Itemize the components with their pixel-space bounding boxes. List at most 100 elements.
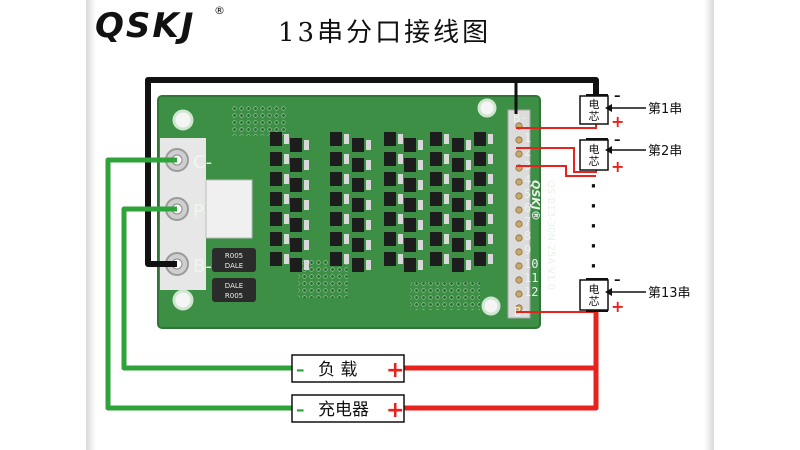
header-pin (515, 248, 523, 256)
mosfet-chip (330, 232, 342, 246)
smd-component (366, 200, 371, 210)
charger-box: – 充电器 + (291, 394, 405, 423)
mosfet-chip (430, 172, 442, 186)
pin-number: 9 (524, 243, 531, 257)
mosfet-chip (270, 132, 282, 146)
smd-component (418, 140, 423, 150)
charger-label: 充电器 (318, 400, 369, 420)
mounting-hole (172, 109, 194, 131)
mosfet-chip (384, 252, 396, 266)
mosfet-chip (330, 212, 342, 226)
smd-component (488, 234, 493, 244)
mosfet-chip (270, 212, 282, 226)
mosfet-chip (452, 218, 464, 232)
smd-component (488, 154, 493, 164)
header-pin (515, 220, 523, 228)
wire-red (404, 122, 599, 411)
smd-component (344, 234, 349, 244)
smd-component (466, 200, 471, 210)
mosfet-chip (290, 178, 302, 192)
mosfet-chip (270, 172, 282, 186)
header-pin-top: B- (513, 111, 527, 125)
mosfet-chip (452, 138, 464, 152)
smd-component (344, 134, 349, 144)
smd-component (284, 234, 289, 244)
smd-component (344, 214, 349, 224)
cell-char: 电 (589, 283, 600, 296)
smd-component (366, 180, 371, 190)
smd-component (344, 154, 349, 164)
header-pin (515, 178, 523, 186)
charger-plus-sign: + (386, 398, 404, 423)
smd-component (466, 240, 471, 250)
mosfet-chip (270, 232, 282, 246)
battery-cell-1: 电芯 – + 第1串 (579, 89, 682, 131)
dot: · (590, 216, 597, 237)
pin-number: 2 (524, 145, 531, 159)
dot: · (590, 256, 597, 277)
ellipsis-dots: · · · · · (590, 176, 597, 277)
mosfet-chip (290, 218, 302, 232)
cell-label-2: 第2串 (648, 144, 682, 159)
pin-number: 11 (524, 271, 538, 285)
smd-component (304, 140, 309, 150)
load-plus-sign: + (386, 358, 404, 383)
pin-number: 5 (524, 187, 531, 201)
mosfet-chip (384, 172, 396, 186)
mosfet-chip (404, 138, 416, 152)
mosfet-chip (352, 198, 364, 212)
smd-component (466, 180, 471, 190)
mosfet-chip (270, 192, 282, 206)
mosfet-chip (352, 258, 364, 272)
smd-component (466, 140, 471, 150)
registered-mark: ® (214, 4, 225, 17)
cell-minus-sign: – (614, 89, 621, 104)
resistor-text: DALE (225, 282, 243, 290)
cell-plus-sign: + (611, 297, 624, 316)
cell-char: 芯 (589, 154, 600, 168)
cell-label-1: 第1串 (648, 102, 682, 117)
mosfet-chip (474, 212, 486, 226)
smd-component (284, 254, 289, 264)
header-pin (515, 276, 523, 284)
mosfet-chip (404, 178, 416, 192)
mosfet-chip (290, 198, 302, 212)
cell-char: 芯 (589, 294, 600, 308)
header-pin (515, 234, 523, 242)
panel-shadow-right (704, 0, 714, 450)
battery-cell-2: 电芯 – + 第2串 (579, 133, 682, 176)
smd-component (304, 180, 309, 190)
board-silk-logo: QSKJ® (529, 180, 542, 221)
pin-number: 7 (524, 215, 531, 229)
heat-pad (205, 179, 253, 239)
load-label: 负 载 (318, 360, 357, 380)
mosfet-chip (330, 152, 342, 166)
mosfet-chip (352, 158, 364, 172)
cell-plus-sign: + (611, 112, 624, 131)
pin-numbers: 1 2 3 4 5 6 7 8 9 10 11 12 (524, 131, 538, 299)
smd-component (444, 214, 449, 224)
smd-component (444, 154, 449, 164)
page-title: 13串分口接线图 (278, 18, 492, 48)
smd-component (366, 160, 371, 170)
smd-component (398, 234, 403, 244)
mosfet-chip (290, 238, 302, 252)
mosfet-chip (404, 258, 416, 272)
mosfet-chip (404, 158, 416, 172)
brand-logo: QSKJ (95, 6, 196, 46)
smd-component (418, 260, 423, 270)
mosfet-chip (384, 152, 396, 166)
mosfet-chip (452, 238, 464, 252)
mosfet-chip (430, 232, 442, 246)
smd-component (444, 174, 449, 184)
mosfet-chip (430, 132, 442, 146)
smd-component (466, 260, 471, 270)
balance-header (507, 109, 531, 319)
smd-component (488, 214, 493, 224)
shunt-resistor: DALE R005 (212, 278, 256, 302)
smd-component (488, 174, 493, 184)
panel-shadow-left (86, 0, 96, 450)
smd-component (304, 200, 309, 210)
mosfet-chip (474, 252, 486, 266)
